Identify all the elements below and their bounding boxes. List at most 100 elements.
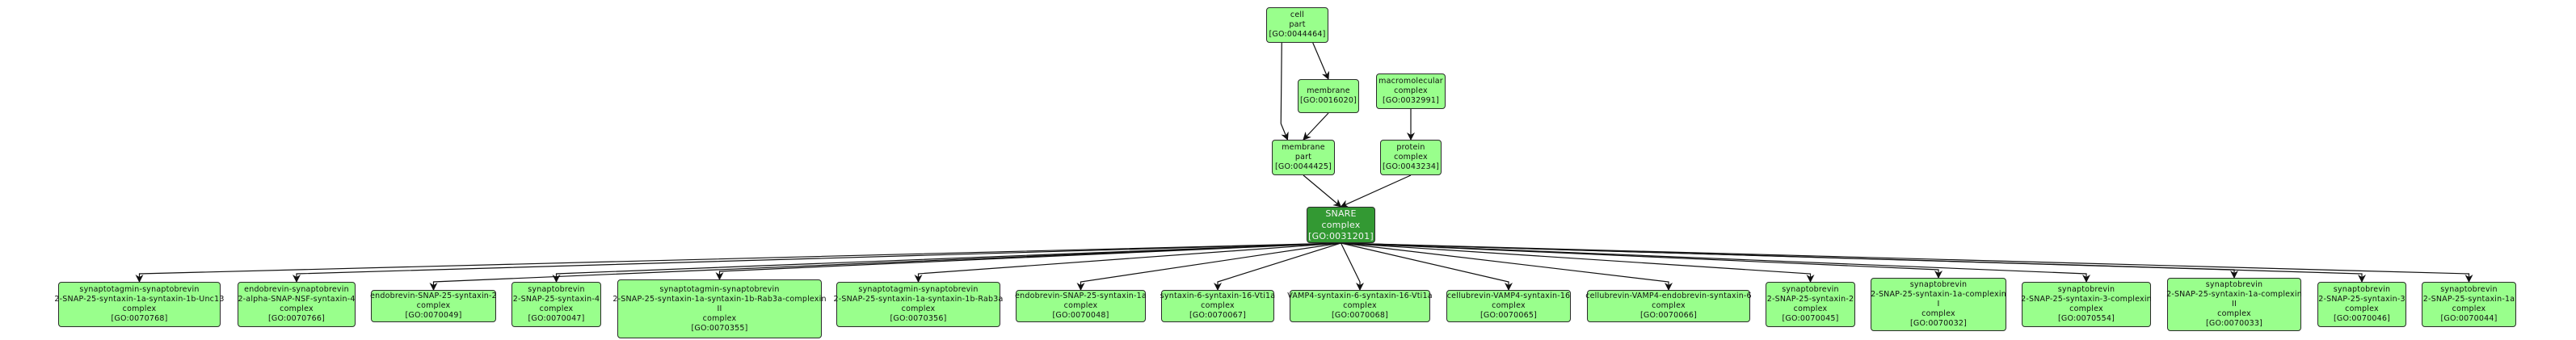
go-term-label-line: part (1294, 153, 1312, 162)
go-term-label-line: 2-SNAP-25-syntaxin-1a-syntaxin-1b-Unc13 (54, 295, 225, 304)
go-term-label-line: complex (1492, 301, 1526, 310)
go-term-label-line: macromolecular (1378, 77, 1443, 86)
go-term-id: [GO:0070355] (691, 323, 748, 333)
go-term-id: [GO:0070046] (2334, 314, 2390, 323)
edge-GO0031201-to-GO0070068 (1340, 242, 1364, 291)
go-term-id: [GO:0044425] (1275, 162, 1332, 171)
go-term-label-line: complex (1921, 309, 1955, 318)
edge-GO0031201-to-GO0070356 (914, 242, 1341, 283)
go-term-label-line: 2-SNAP-25-syntaxin-3 (2318, 295, 2406, 304)
go-term-id: [GO:0016020] (1300, 96, 1357, 105)
go-term-label-line: 2-SNAP-25-syntaxin-1a-syntaxin-1b-Rab3a-… (612, 294, 827, 304)
go-term-label-line: synaptobrevin (528, 285, 585, 294)
go-term-id: [GO:0032991] (1383, 96, 1439, 105)
go-term-label-line: 2-SNAP-25-syntaxin-1a (2422, 295, 2515, 304)
edge-GO0031201-to-GO0070049 (429, 242, 1341, 291)
go-term-label-line: cellubrevin-VAMP4-endobrevin-syntaxin-6 (1585, 292, 1752, 300)
go-term-label-line: 2-SNAP-25-syntaxin-4 (512, 295, 600, 304)
go-term-node[interactable]: membrane[GO:0016020] (1298, 79, 1359, 113)
go-term-label-line: endobrevin-SNAP-25-syntaxin-1a (1015, 292, 1147, 300)
go-term-id: [GO:0070032] (1910, 319, 1967, 328)
go-term-id: [GO:0070047] (528, 314, 585, 323)
go-term-label-line: complex (2345, 304, 2379, 313)
go-term-label-line: endobrevin-synaptobrevin (244, 285, 349, 294)
go-term-label-line: 2-SNAP-25-syntaxin-1a-complexin (1871, 290, 2006, 299)
edge-GO0016020-to-GO0044425 (1303, 112, 1329, 141)
edge-GO0031201-to-GO0070554 (1341, 242, 2090, 283)
go-term-id: [GO:0070766] (268, 314, 325, 323)
edge-GO0031201-to-GO0070032 (1341, 242, 1943, 279)
go-term-label-line: synaptotagmin-synaptobrevin (79, 285, 200, 294)
go-term-label-line: membrane (1307, 86, 1350, 95)
go-term-label-line: complex (1321, 219, 1361, 230)
edge-GO0031201-to-GO0070048 (1076, 242, 1341, 291)
go-term-id: [GO:0070033] (2206, 319, 2262, 328)
edge-GO0031201-to-GO0070065 (1341, 242, 1513, 291)
go-term-id: [GO:0070768] (111, 314, 168, 323)
go-term-id: [GO:0070045] (1782, 314, 1839, 323)
go-term-label-line: synaptobrevin (1782, 285, 1839, 294)
edge-GO0044464-to-GO0016020 (1312, 42, 1330, 80)
go-term-label-line: synaptobrevin (2440, 285, 2498, 294)
edge-GO0031201-to-GO0070066 (1341, 242, 1673, 291)
edge-GO0031201-to-GO0070046 (1341, 242, 2366, 283)
go-term-label-line: complex (416, 301, 451, 310)
go-term-label-line: synaptobrevin (2205, 280, 2263, 289)
edge-GO0031201-to-GO0070044 (1341, 242, 2473, 283)
go-term-label-line: synaptobrevin (2057, 285, 2115, 294)
go-term-label-line: protein (1396, 143, 1425, 152)
go-term-label-line: synaptotagmin-synaptobrevin (858, 285, 979, 294)
go-term-id: [GO:0043234] (1383, 162, 1439, 171)
go-term-label-line: II (717, 304, 722, 313)
go-term-label-line: complex (1793, 304, 1828, 313)
go-term-label-line: complex (2452, 304, 2486, 313)
go-term-label-line: 2-SNAP-25-syntaxin-3-complexin (2021, 295, 2152, 304)
go-term-label-line: I (1937, 300, 1940, 309)
go-term-label-line: membrane (1282, 143, 1325, 152)
edge-GO0031201-to-GO0070045 (1341, 242, 1815, 283)
go-term-id: [GO:0070048] (1052, 311, 1109, 320)
edge-GO0043234-to-GO0031201 (1340, 174, 1412, 208)
go-term-label-line: complex (2217, 309, 2251, 318)
go-term-label-line: complex (1201, 301, 1235, 310)
go-term-id: [GO:0070066] (1640, 311, 1697, 320)
go-term-label-line: complex (1652, 301, 1686, 310)
go-term-id: [GO:0031201] (1308, 230, 1374, 241)
go-term-label-line: complex (2069, 304, 2103, 313)
go-term-label-line: complex (702, 313, 737, 323)
go-term-label-line: II (2231, 300, 2237, 309)
edge-GO0031201-to-GO0070766 (293, 242, 1341, 283)
go-term-id: [GO:0070554] (2058, 314, 2115, 323)
go-term-label-line: complex (901, 304, 936, 313)
go-term-label-line: endobrevin-SNAP-25-syntaxin-2 (370, 292, 497, 300)
go-term-label-line: 2-alpha-SNAP-NSF-syntaxin-4 (238, 295, 356, 304)
edge-GO0031201-to-GO0070067 (1214, 242, 1341, 291)
go-term-label-line: cellubrevin-VAMP4-syntaxin-16 (1446, 292, 1571, 300)
go-term-label-line: complex (280, 304, 314, 313)
go-term-label-line: synaptobrevin (1909, 280, 1968, 289)
